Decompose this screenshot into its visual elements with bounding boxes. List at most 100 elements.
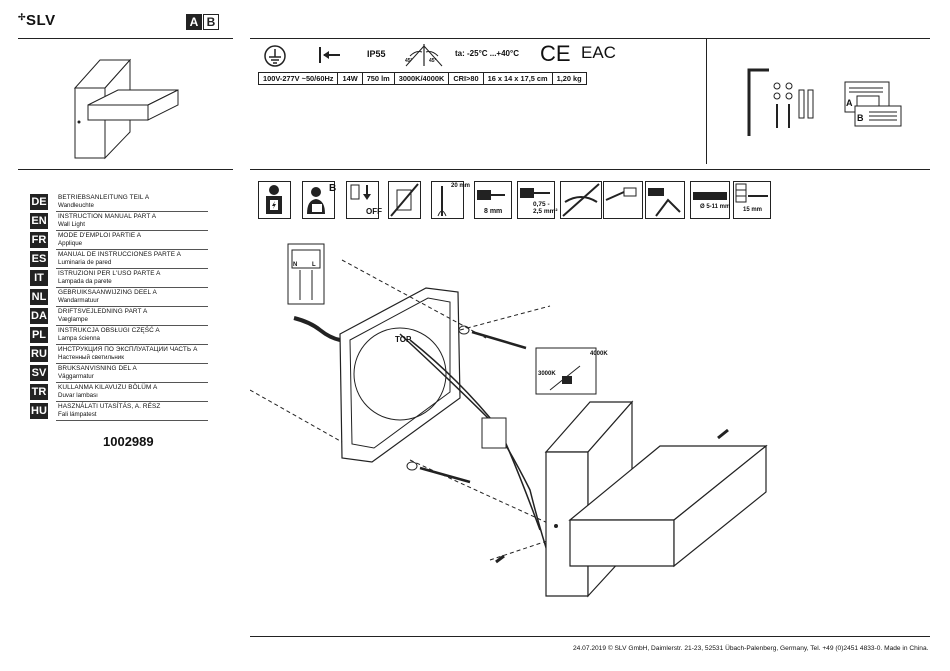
divider [250,169,930,170]
divider [18,38,233,39]
divider [56,230,208,231]
angle-right-label: 45° [429,58,437,64]
part-b-badge: B [203,14,219,30]
manual-b-label: B [857,113,864,123]
cable-diameter-icon [690,181,730,219]
part-a-badge: A [186,14,202,30]
star-icon: ✢ [18,12,27,22]
drill-depth-label: 20 mm [451,183,471,189]
manual-booklets-icon [844,81,902,127]
divider [56,249,208,250]
manual-a-label: A [846,98,853,108]
language-title: GEBRUIKSAANWIJZING DEEL A [58,289,157,296]
language-code: NL [30,289,48,305]
language-subtitle: Wall Light [58,221,85,228]
divider [56,382,208,383]
language-subtitle: Væglampe [58,316,88,323]
language-subtitle: Väggarmatur [58,373,94,380]
language-title: BRUKSANVISNING DEL A [58,365,137,372]
spec-cell: 1,20 kg [556,74,582,83]
language-code: RU [30,346,48,362]
divider [56,401,208,402]
article-number: 1002989 [103,434,154,449]
assembly-diagram [250,243,768,598]
power-off-label: OFF [366,207,382,216]
spec-cell: 750 lm [363,73,395,84]
language-subtitle: Wandarmatuur [58,297,99,304]
angle-left-label: 45° [405,58,413,64]
ferrule-wire-icon [603,181,643,219]
temperature-range: ta: -25°C ...+40°C [455,49,519,58]
read-manual-b-label: B [329,183,337,194]
spec-cell: 16 x 14 x 17,5 cm [484,73,553,84]
brand-name: SLV [26,12,56,29]
language-subtitle: Applique [58,240,83,247]
language-title: BETRIEBSANLEITUNG TEIL A [58,194,150,201]
divider [56,287,208,288]
language-subtitle: Fali lámpatest [58,411,97,418]
divider [56,325,208,326]
terminal-l-label: L [312,262,316,268]
divider [56,420,208,421]
divider [250,38,930,39]
divider [18,169,233,170]
language-code: PL [30,327,48,343]
language-title: INSTRUCTION MANUAL PART A [58,213,157,220]
divider [56,344,208,345]
language-subtitle: Wandleuchte [58,202,94,209]
language-subtitle: Lampa ścienna [58,335,100,342]
language-code: DE [30,194,48,210]
divider [56,268,208,269]
language-title: MANUAL DE INSTRUCCIONES PARTE A [58,251,182,258]
language-subtitle: Duvar lambası [58,392,98,399]
brand-logo: ✢SLV [18,12,56,29]
wire-section-label: 0,75 - 2,5 mm² [533,201,558,215]
footer-text: 24.07.2019 © SLV GmbH, Daimlerstr. 21-23… [573,645,929,652]
spec-cell: CRI>80 [449,73,484,84]
language-title: INSTRUKCJA OBSŁUGI CZĘŚĆ A [58,327,160,334]
cable-diameter-label: Ø 5-11 mm [700,204,731,210]
divider [56,363,208,364]
crimp-tool-icon [645,181,685,219]
language-title: KULLANMA KILAVUZU BÖLÜM A [58,384,158,391]
tool-cross-icon [388,181,421,219]
terminal-strip-icon [733,181,771,219]
language-code: HU [30,403,48,419]
language-title: HASZNÁLATI UTASÍTÁS, A. RÉSZ [58,403,161,410]
language-subtitle: Настенный светильник [58,354,124,361]
strip-wire-icon [474,181,512,219]
language-code: EN [30,213,48,229]
arrow-to-wall-icon [319,47,340,63]
mounting-angle-icon [405,44,443,67]
language-title: MODE D'EMPLOI PARTIE A [58,232,142,239]
language-code: SV [30,365,48,381]
no-stranded-wire-icon [560,181,602,219]
ce-mark: CE [540,41,571,66]
top-label: TOP [395,335,412,344]
power-off-icon [346,181,379,219]
language-title: ИНСТРУКЦИЯ ПО ЭКСПЛУАТАЦИИ ЧАСТЬ А [58,346,198,353]
divider [250,636,930,637]
divider [56,306,208,307]
divider [56,211,208,212]
language-code: DA [30,308,48,324]
language-title: DRIFTSVEJLEDNING PART A [58,308,148,315]
language-title: ISTRUZIONI PER L'USO PARTE A [58,270,161,277]
language-code: IT [30,270,48,286]
mounting-bracket-icon [747,68,814,136]
ip-rating: IP55 [367,49,386,59]
electrician-icon [258,181,291,219]
spec-cell: 100V-277V ~50/60Hz [259,73,339,84]
product-thumbnail [73,58,179,160]
